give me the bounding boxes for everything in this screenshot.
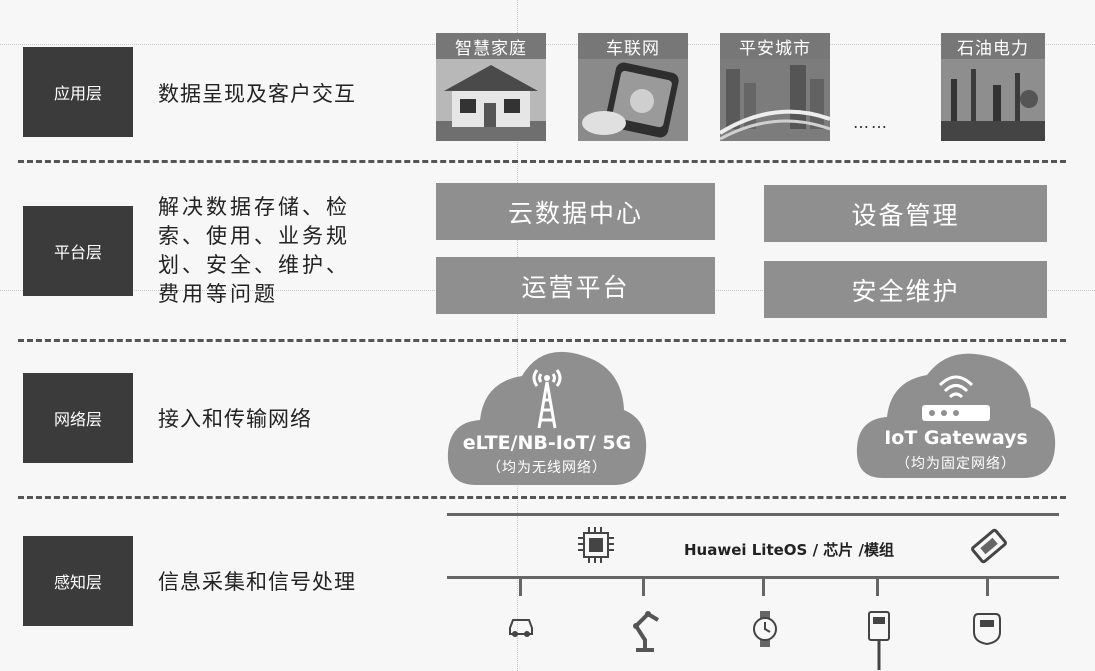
robot-arm-icon (633, 611, 660, 652)
cell-tower-icon (532, 369, 562, 429)
platform-desc-line: 划、安全、维护、 (158, 253, 350, 277)
app-label: 平安城市 (720, 33, 830, 59)
watch-icon (753, 611, 777, 647)
app-connected-car: 车联网 (578, 33, 688, 141)
wireless-network-title: eLTE/NB-IoT/ 5G (462, 432, 632, 454)
smart-home-image (436, 59, 546, 141)
layer-separator (18, 339, 1066, 342)
platform-security-maintenance: 安全维护 (764, 261, 1047, 318)
device-connector (876, 578, 879, 596)
fixed-network-title: IoT Gateways (884, 427, 1028, 449)
chip-icon (578, 527, 614, 563)
fixed-network-cloud: IoT Gateways （均为固定网络） (855, 345, 1057, 481)
layer-label-network: 网络层 (23, 373, 133, 463)
connected-car-image (578, 59, 688, 141)
layer-label-perception: 感知层 (23, 536, 133, 626)
wireless-network-cloud: eLTE/NB-IoT/ 5G （均为无线网络） (446, 340, 648, 488)
module-icon (971, 528, 1007, 564)
device-bus-line (447, 576, 1059, 579)
network-desc: 接入和传输网络 (158, 407, 312, 431)
platform-operation: 运营平台 (436, 257, 715, 314)
device-connector (762, 578, 765, 596)
app-smart-home: 智慧家庭 (436, 33, 546, 141)
smart-meter-icon (973, 613, 1001, 646)
more-apps-ellipsis: …… (853, 113, 889, 132)
layer-separator (18, 496, 1066, 499)
safe-city-image (720, 59, 830, 141)
wireless-network-subtitle: （均为无线网络） (487, 460, 607, 476)
guide-line (517, 0, 518, 671)
oil-power-image (941, 59, 1045, 141)
app-safe-city: 平安城市 (720, 33, 830, 141)
liteos-label: Huawei LiteOS / 芯片 /模组 (684, 541, 894, 559)
platform-desc: 解决数据存储、检 索、使用、业务规 划、安全、维护、 费用等问题 (158, 193, 378, 309)
car-icon (509, 619, 533, 637)
app-label: 石油电力 (941, 33, 1045, 59)
layer-label-platform: 平台层 (23, 206, 133, 296)
guide-line (0, 44, 1095, 45)
platform-desc-line: 解决数据存储、检 (158, 195, 350, 219)
platform-desc-line: 索、使用、业务规 (158, 224, 350, 248)
layer-separator (18, 160, 1066, 163)
platform-cloud-data-center: 云数据中心 (436, 183, 715, 240)
layer-label-application: 应用层 (23, 47, 133, 137)
app-label: 智慧家庭 (436, 33, 546, 59)
application-desc: 数据呈现及客户交互 (158, 82, 356, 106)
router-wifi-icon (922, 375, 990, 421)
device-connector (986, 578, 989, 596)
platform-desc-line: 费用等问题 (158, 282, 278, 306)
fixed-network-subtitle: （均为固定网络） (896, 456, 1016, 472)
liteos-top-line (447, 513, 1059, 516)
perception-desc: 信息采集和信号处理 (158, 570, 356, 594)
device-connector (642, 578, 645, 596)
app-label: 车联网 (578, 33, 688, 59)
platform-device-management: 设备管理 (764, 185, 1047, 242)
device-connector (519, 578, 522, 596)
app-oil-power: 石油电力 (941, 33, 1045, 141)
meter-icon (868, 611, 890, 670)
